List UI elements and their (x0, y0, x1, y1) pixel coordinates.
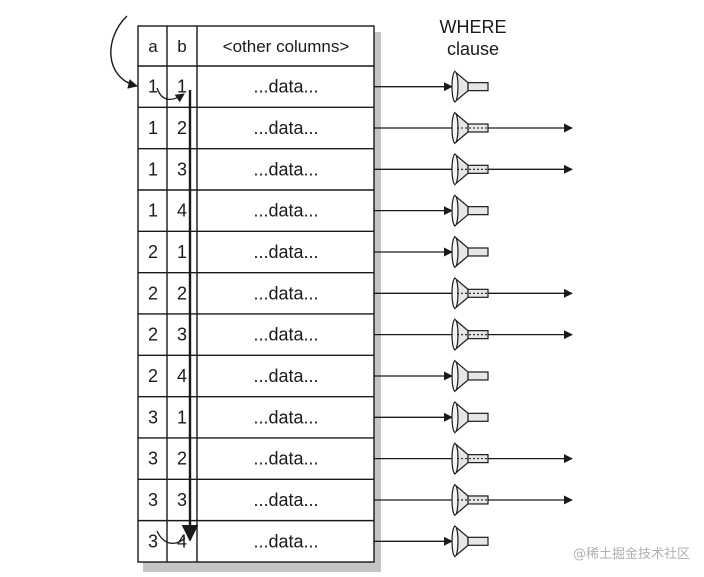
funnel-rim (451, 401, 459, 433)
funnel-spout (467, 412, 489, 422)
cell-a: 1 (148, 77, 158, 97)
cell-data: ...data... (253, 283, 318, 303)
cell-data: ...data... (253, 366, 318, 386)
cell-b: 4 (177, 366, 187, 386)
cell-data: ...data... (253, 77, 318, 97)
funnel-rim (451, 195, 459, 227)
cell-b: 3 (177, 490, 187, 510)
row-flow (374, 276, 573, 310)
row-flow (374, 235, 489, 269)
funnel-icon (451, 70, 489, 104)
cell-b: 3 (177, 325, 187, 345)
row-flow (374, 70, 489, 104)
row-flow (374, 318, 573, 352)
row-flow (374, 442, 573, 476)
watermark: @稀土掘金技术社区 (573, 546, 690, 562)
cell-data: ...data... (253, 531, 318, 551)
cell-data: ...data... (253, 159, 318, 179)
row-flow (374, 483, 573, 517)
entry-curve-arrow (110, 15, 138, 89)
row-flow (374, 111, 573, 145)
where-label-line2: clause (447, 39, 499, 59)
row-flow (374, 194, 489, 228)
funnel-icon (451, 400, 489, 434)
cell-a: 3 (148, 531, 158, 551)
cell-data: ...data... (253, 407, 318, 427)
cell-a: 2 (148, 366, 158, 386)
cell-b: 2 (177, 449, 187, 469)
funnel-rim (451, 236, 459, 268)
cell-a: 3 (148, 449, 158, 469)
funnel-spout (467, 371, 489, 381)
cell-a: 2 (148, 325, 158, 345)
cell-data: ...data... (253, 449, 318, 469)
cell-a: 3 (148, 490, 158, 510)
cell-data: ...data... (253, 201, 318, 221)
last-row-a-to-b-arrow (156, 530, 186, 544)
row-flow (374, 359, 489, 393)
cell-a: 2 (148, 242, 158, 262)
cell-a: 3 (148, 407, 158, 427)
cell-a: 1 (148, 201, 158, 221)
funnel-spout (467, 206, 489, 216)
funnel-icon (451, 524, 489, 558)
cell-a: 1 (148, 118, 158, 138)
cell-data: ...data... (253, 118, 318, 138)
funnel-icon (451, 359, 489, 393)
where-label-line1: WHERE (440, 17, 507, 37)
row1-a-to-b-arrow (156, 87, 185, 103)
funnel-rim (451, 71, 459, 103)
cell-data: ...data... (253, 325, 318, 345)
cell-data: ...data... (253, 490, 318, 510)
funnel-icon (451, 235, 489, 269)
funnel-icon (451, 194, 489, 228)
funnel-spout (467, 536, 489, 546)
row-flow (374, 400, 489, 434)
row-flow (374, 524, 489, 558)
cell-b: 1 (177, 77, 187, 97)
cell-a: 1 (148, 159, 158, 179)
cell-b: 2 (177, 118, 187, 138)
header-a: a (148, 37, 158, 56)
header-other-columns: <other columns> (223, 37, 350, 56)
cell-b: 3 (177, 159, 187, 179)
funnel-rim (451, 360, 459, 392)
funnel-spout (467, 247, 489, 257)
cell-data: ...data... (253, 242, 318, 262)
row-flow (374, 152, 573, 186)
cell-b: 2 (177, 283, 187, 303)
header-b: b (177, 37, 186, 56)
funnel-rim (451, 525, 459, 557)
cell-b: 1 (177, 242, 187, 262)
cell-b: 4 (177, 531, 187, 551)
cell-a: 2 (148, 283, 158, 303)
cell-b: 4 (177, 201, 187, 221)
cell-b: 1 (177, 407, 187, 427)
funnel-spout (467, 82, 489, 92)
table-frame (137, 25, 375, 563)
